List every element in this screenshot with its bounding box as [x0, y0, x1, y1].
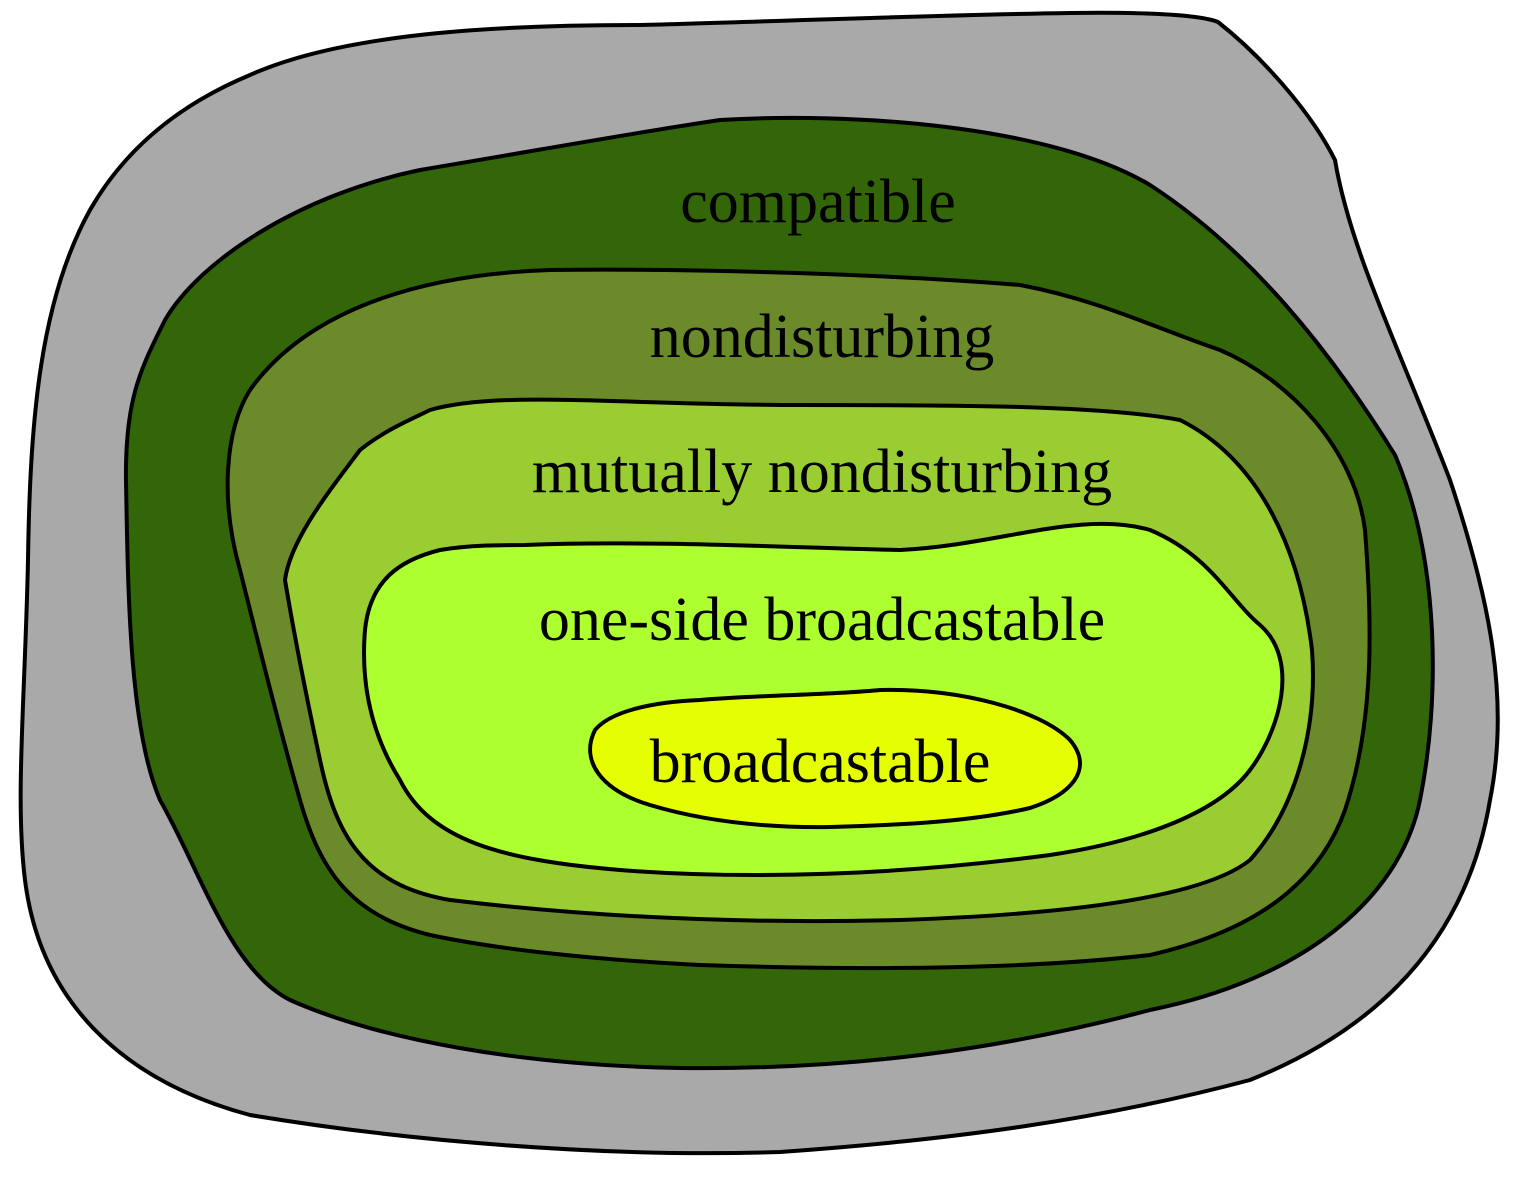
broadcastable-label: broadcastable	[650, 728, 991, 796]
nondisturbing-label: nondisturbing	[650, 303, 994, 371]
broadcastable-region	[588, 687, 1082, 830]
compatible-label: compatible	[680, 168, 955, 236]
mutually-nondisturbing-label: mutually nondisturbing	[532, 438, 1112, 506]
one-side-broadcastable-label: one-side broadcastable	[539, 586, 1105, 654]
